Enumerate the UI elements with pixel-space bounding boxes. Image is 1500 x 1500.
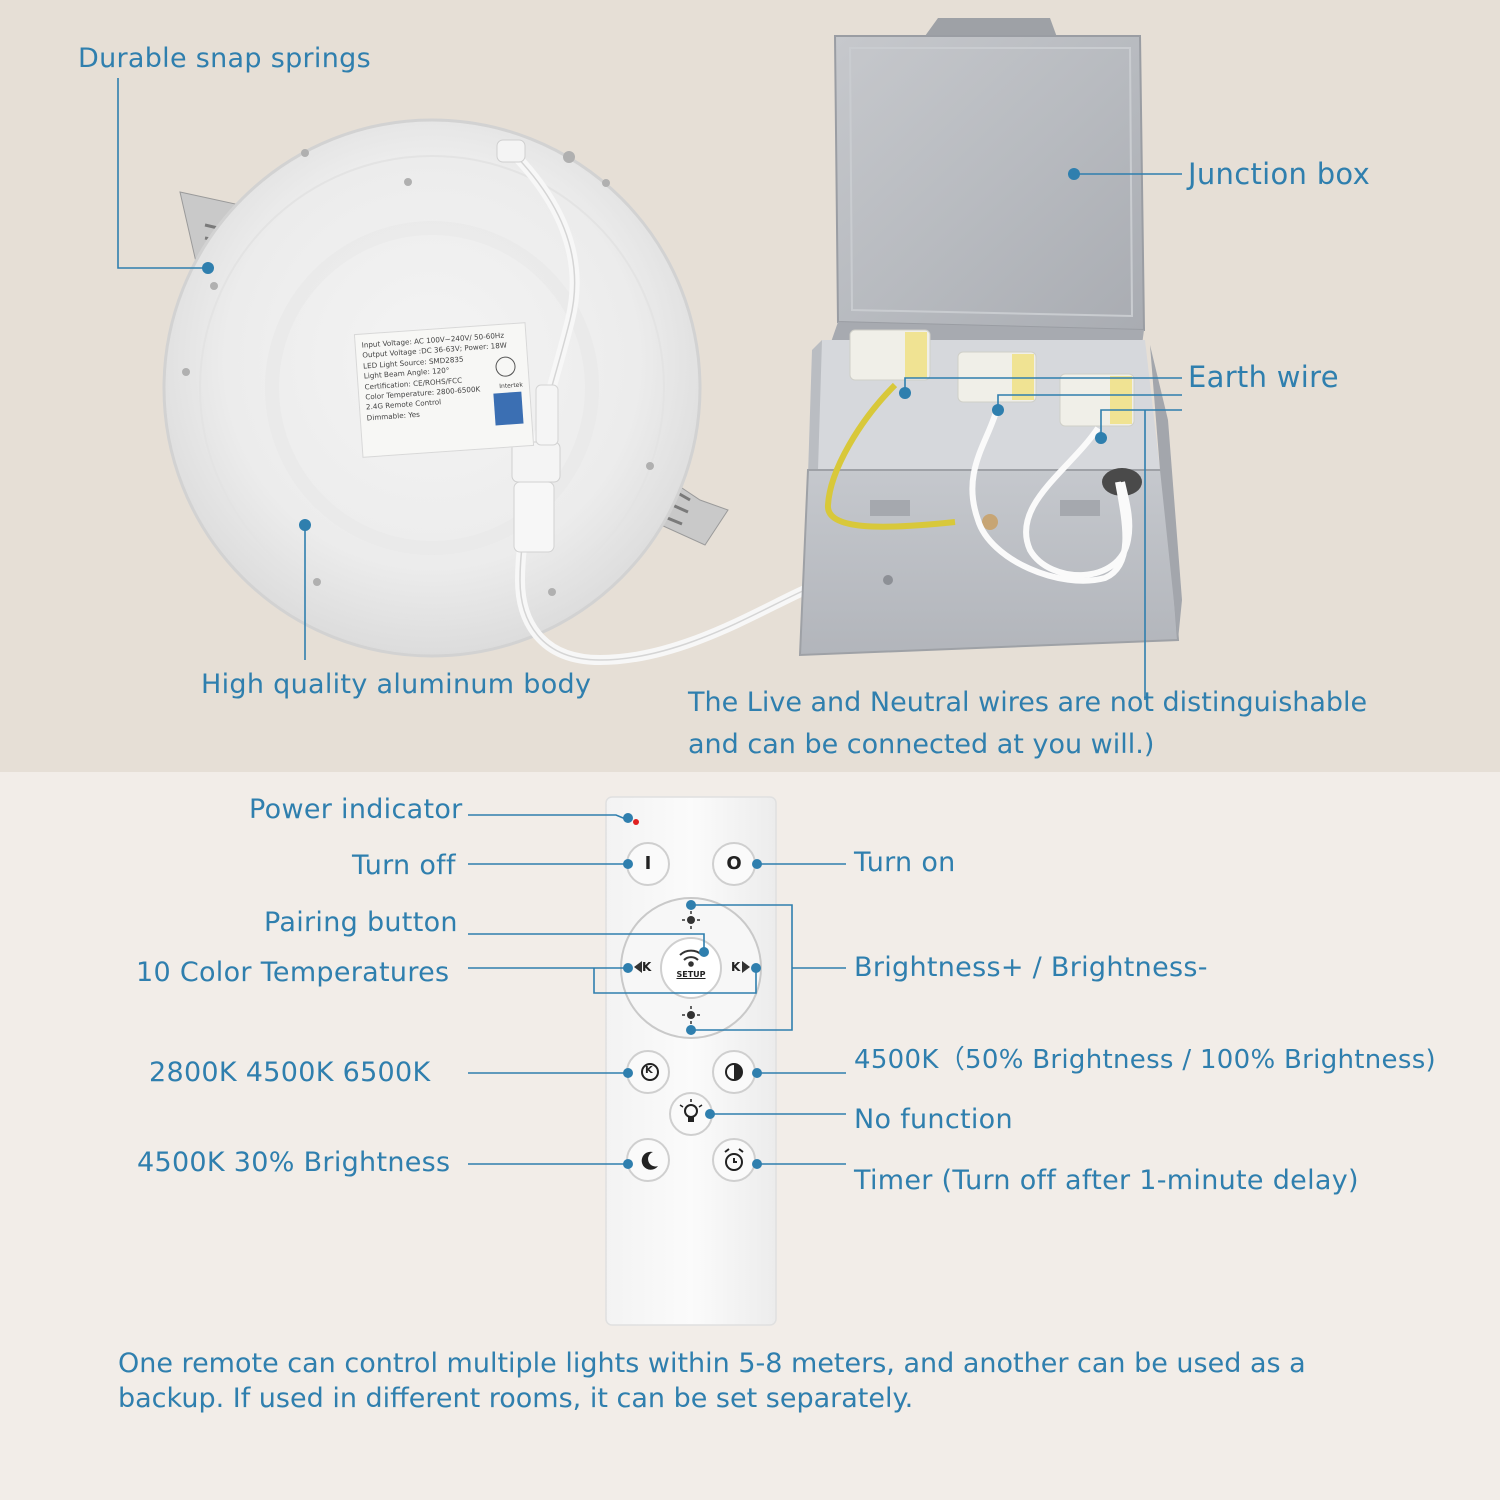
turn-on-glyph: O xyxy=(726,853,742,874)
turn-off-glyph: I xyxy=(644,853,652,874)
turn-off-label: Turn off xyxy=(352,850,456,881)
k-circle-icon xyxy=(641,1063,659,1081)
half-circle-icon xyxy=(725,1063,743,1081)
turn-on-label: Turn on xyxy=(854,847,956,878)
wires-note-line1: The Live and Neutral wires are not disti… xyxy=(688,687,1368,718)
k-right-label: K xyxy=(731,960,741,974)
aluminum-body-label: High quality aluminum body xyxy=(201,669,592,700)
no-function-label: No function xyxy=(854,1104,1013,1135)
cct-cycle-label: 2800K 4500K 6500K xyxy=(149,1057,431,1088)
wire-connector xyxy=(1059,373,1135,427)
remote-callout-dots xyxy=(623,813,762,1169)
k-left-icon xyxy=(634,961,642,973)
wires-note-line2: and can be connected at you will.) xyxy=(688,729,1155,760)
wire-connector xyxy=(849,329,931,381)
night-light-label: 4500K 30% Brightness xyxy=(137,1147,451,1178)
k-left-label: K xyxy=(642,960,652,974)
moon-icon xyxy=(641,1151,658,1170)
remote-callout-lines xyxy=(468,814,846,1165)
timer-label: Timer (Turn off after 1-minute delay) xyxy=(854,1165,1359,1196)
k-right-icon xyxy=(742,961,750,973)
power-indicator-label: Power indicator xyxy=(249,794,463,825)
k-circle-label: K xyxy=(645,1065,653,1076)
pairing-button-label: Pairing button xyxy=(264,907,458,938)
footer-line1: One remote can control multiple lights w… xyxy=(118,1348,1306,1379)
alarm-clock-icon xyxy=(724,1148,744,1171)
sun-icon xyxy=(682,1006,700,1024)
top-callout-lines xyxy=(117,78,1182,700)
setup-label: SETUP xyxy=(676,970,706,979)
preset-label: 4500K（50% Brightness / 100% Brightness) xyxy=(854,1045,1436,1075)
bulb-icon xyxy=(679,1099,703,1122)
junction-box-label: Junction box xyxy=(1188,157,1371,191)
brightness-label: Brightness+ / Brightness- xyxy=(854,952,1208,983)
earth-wire-label: Earth wire xyxy=(1188,360,1339,394)
power-indicator-led xyxy=(633,819,639,825)
wire-connector xyxy=(957,351,1037,403)
top-callout-dots xyxy=(202,168,1107,531)
color-temps-label: 10 Color Temperatures xyxy=(136,957,450,988)
lid-tab xyxy=(925,18,1058,40)
snap-springs-label: Durable snap springs xyxy=(78,43,371,74)
sun-icon xyxy=(682,911,700,929)
footer-line2: backup. If used in different rooms, it c… xyxy=(118,1383,914,1414)
pairing-button[interactable] xyxy=(660,937,722,999)
